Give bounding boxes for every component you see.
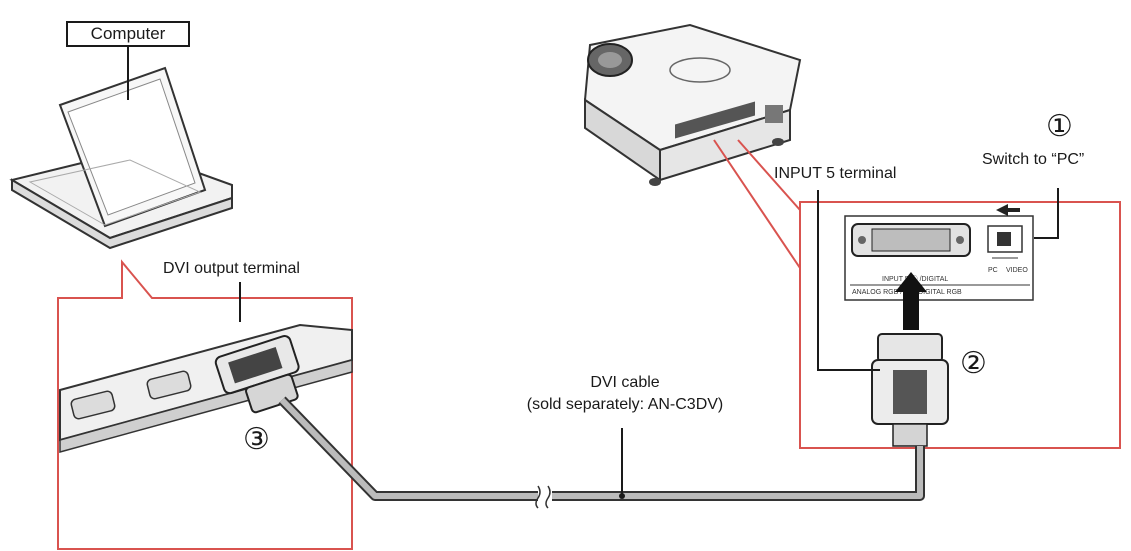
switch-to-pc-label: Switch to “PC” xyxy=(982,151,1085,168)
dvi-plug-projector-end xyxy=(871,333,949,447)
laptop-illustration xyxy=(9,66,233,250)
dvi-output-terminal-label: DVI output terminal xyxy=(163,260,300,277)
projector-callout-pointer-right xyxy=(737,139,801,211)
projector-terminal-panel xyxy=(844,204,1034,301)
step-2-number: ② xyxy=(960,347,987,380)
projector-callout-pointer-left xyxy=(713,139,801,269)
switch-video-label: VIDEO xyxy=(1006,267,1028,274)
switch-pc-label: PC xyxy=(988,267,998,274)
dvi-cable xyxy=(279,397,923,499)
input5-terminal-label: INPUT 5 terminal xyxy=(774,165,897,182)
step-1-number: ① xyxy=(1046,110,1073,143)
switch-leader-line xyxy=(1034,188,1059,239)
cable-break-mark xyxy=(535,485,552,509)
computer-label: Computer xyxy=(66,21,190,47)
input5-leader-line xyxy=(817,190,880,371)
cable-leader-dot xyxy=(619,493,625,499)
dvi-cable-sold-separately-label: (sold separately: AN-C3DV) xyxy=(526,396,724,413)
insert-arrow xyxy=(895,272,927,330)
laptop-port-closeup xyxy=(59,323,353,453)
step-3-number: ③ xyxy=(243,423,270,456)
dvi-cable-label: DVI cable xyxy=(590,374,660,391)
projector-illustration xyxy=(583,23,802,186)
